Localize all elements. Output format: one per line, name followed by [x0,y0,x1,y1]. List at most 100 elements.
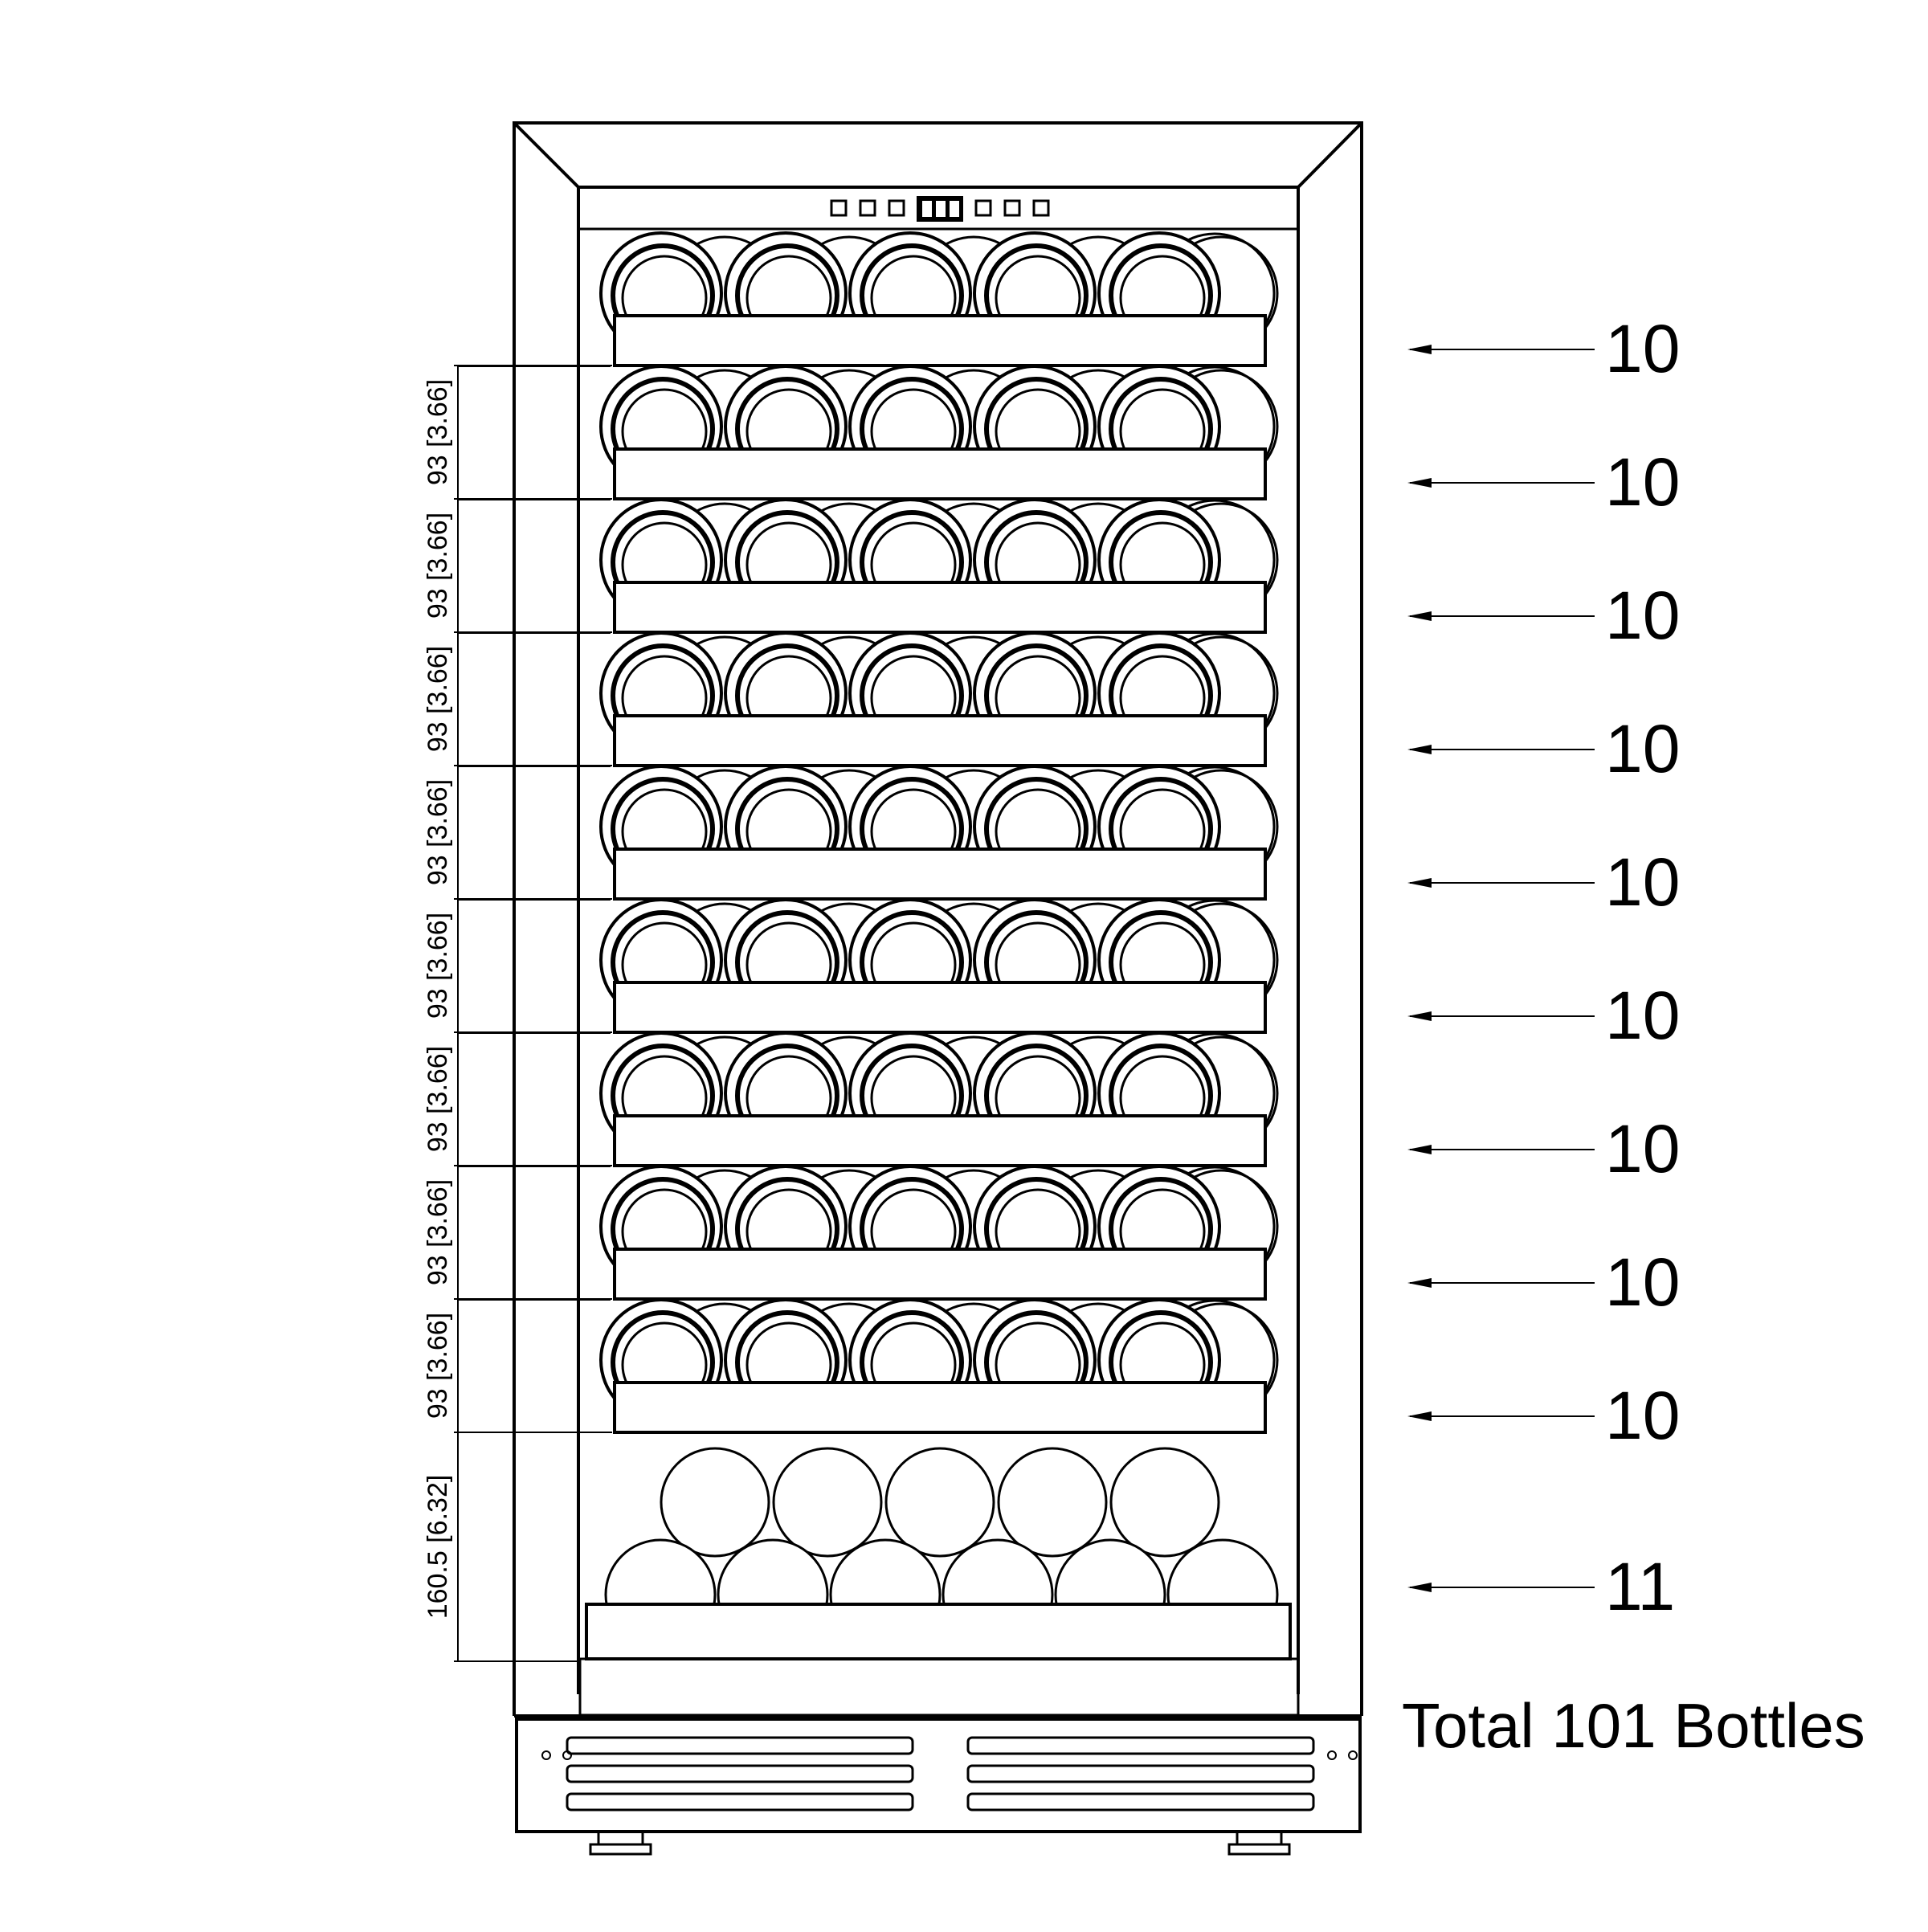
vent-slot [566,1792,914,1812]
shelf-group [599,231,1279,1434]
control-button-icon [1032,199,1050,217]
shelf-rail [613,714,1267,767]
vent-slot [966,1764,1315,1783]
total-bottles-label: Total 101 Bottles [1402,1690,1865,1761]
shelf-capacity-label: 10 [1605,1378,1680,1453]
shelf-spacing-label: 93 [3.66] [423,913,453,1019]
base-plate [515,1718,1362,1833]
wine-shelf [599,898,1279,1034]
capacity-callout: 10 [1407,1111,1680,1187]
bottle [1109,1447,1220,1558]
frame-bevel-left [513,121,580,189]
arrow-head-icon [1407,611,1432,621]
arrow-head-icon [1407,1411,1432,1421]
foot-base [589,1843,652,1856]
shelf-capacity-label: 10 [1605,711,1680,786]
vent-slot [966,1792,1315,1812]
capacity-callout: 10 [1407,844,1680,920]
capacity-callout: 10 [1407,1378,1680,1453]
arrow-head-icon [1407,345,1432,354]
shelf-spacing-label: 93 [3.66] [423,1313,453,1419]
bottle-outline [884,1447,995,1558]
control-panel [830,196,1050,222]
bottle-outline [660,1447,770,1558]
shelf-rail [613,1114,1267,1167]
shelf-spacing-label: 93 [3.66] [423,1046,453,1152]
shelf-spacing-label: 93 [3.66] [423,513,453,619]
frame-bevel-right [1297,121,1363,189]
control-button-icon [859,199,876,217]
capacity-callout: 11 [1407,1549,1675,1624]
shelf-capacity-label: 10 [1605,1111,1680,1187]
control-button-icon [830,199,848,217]
wine-shelf [599,631,1279,767]
shelf-capacity-label: 10 [1605,978,1680,1053]
shelf-rail [613,447,1267,500]
arrow-head-icon [1407,1145,1432,1154]
capacity-callout: 10 [1407,711,1680,786]
shelf-rail [613,314,1267,367]
capacity-callout: 10 [1407,311,1680,386]
control-button-icon [974,199,992,217]
wine-shelf [599,365,1279,500]
capacity-callout: 10 [1407,578,1680,653]
shelf-rail [613,848,1267,901]
arrow-head-icon [1407,878,1432,888]
capacity-callout: 10 [1407,978,1680,1053]
shelf-capacity-label: 10 [1605,1244,1680,1320]
shelf-rail [613,1381,1267,1434]
bottom-spacing-label: 160.5 [6.32] [423,1475,453,1620]
shelf-rail [613,1248,1267,1301]
wine-shelf [599,1298,1279,1434]
shelf-rail [613,981,1267,1034]
bottle-outline [772,1447,883,1558]
bottle-outline [1109,1447,1220,1558]
bottle [884,1447,995,1558]
arrow-head-icon [1407,478,1432,488]
shelf-spacing-label: 93 [3.66] [423,1179,453,1285]
wine-shelf [599,1031,1279,1167]
bottle [997,1447,1108,1558]
control-button-icon [888,199,905,217]
arrow-head-icon [1407,1583,1432,1592]
capacity-callouts: 10 10 10 10 10 10 10 10 10 11 [1407,311,1680,1624]
display-digit [936,201,946,217]
bottle [772,1447,883,1558]
bottle-outline [997,1447,1108,1558]
adjustable-foot [589,1830,652,1856]
shelf-rail [613,581,1267,634]
shelf-spacing-label: 93 [3.66] [423,779,453,885]
bottom-section [0,1447,1928,1928]
arrow-head-icon [1407,1278,1432,1288]
shelf-spacing-label: 93 [3.66] [423,646,453,752]
bottom-capacity-label: 11 [1605,1549,1675,1624]
shelf-capacity-label: 10 [1605,311,1680,386]
arrow-head-icon [1407,1011,1432,1021]
vent-slot [566,1764,914,1783]
display-digit [922,201,932,217]
capacity-callout: 10 [1407,444,1680,520]
capacity-callout: 10 [1407,1244,1680,1320]
display-digit [950,201,959,217]
vent-slot [966,1736,1315,1755]
adjustable-foot [1227,1830,1291,1856]
shelf-capacity-label: 10 [1605,844,1680,920]
foot-base [1227,1843,1291,1856]
screw-icon [541,1750,551,1760]
ventilation-grille [515,1718,1362,1856]
wine-shelf [599,765,1279,901]
vent-slot [566,1736,914,1755]
dimension-lines: 93 [3.66] 93 [3.66] 93 [3.66] 93 [3.66] 93 [… [423,365,612,1662]
mask [0,1603,1928,1928]
shelf-capacity-label: 10 [1605,444,1680,520]
bottle [660,1447,770,1558]
arrow-head-icon [1407,745,1432,754]
control-button-icon [1003,199,1021,217]
shelf-capacity-label: 10 [1605,578,1680,653]
screw-icon [1348,1750,1358,1760]
shelf-spacing-label: 93 [3.66] [423,379,453,485]
wine-shelf [599,1165,1279,1301]
wine-shelf [599,231,1279,367]
